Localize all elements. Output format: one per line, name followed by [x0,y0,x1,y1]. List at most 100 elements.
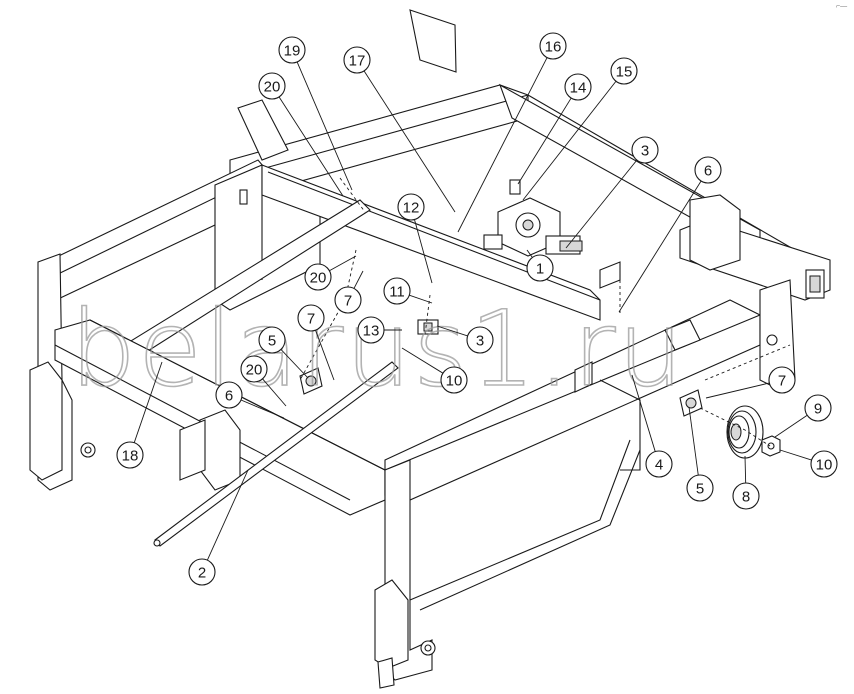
callout-ring [631,136,659,164]
callout-c7c: 7 [705,366,796,399]
callout-ring [240,355,268,383]
callout-c20a: 20 [258,72,344,197]
callout-c3b: 3 [436,325,494,354]
callout-c16: 16 [457,32,567,233]
callout-ring [768,366,796,394]
callout-c20b: 20 [304,255,357,291]
callout-number: 3 [641,143,649,160]
corner-mark: ⌐— [836,3,847,10]
callout-ring [334,286,362,314]
callout-ring [383,277,411,305]
callout-leader-line [329,255,357,272]
bearing-right [679,389,703,417]
frame-drawing [29,9,831,689]
callout-leader-line [744,455,747,484]
callout-c10b: 10 [779,449,838,478]
callout-ring [564,73,592,101]
callout-c5b: 5 [686,406,714,502]
callout-number: 13 [363,323,380,340]
front-lower-support [199,409,241,491]
callout-leader-line [280,349,309,379]
callout-leader-line [206,469,249,561]
callout-ring [278,36,306,64]
callout-ring [297,304,325,332]
callout-c6a: 6 [618,156,722,313]
callout-c18: 18 [116,361,163,469]
callout-ring [116,441,144,469]
callout-c2: 2 [188,469,249,586]
callout-leader-line [278,96,344,197]
callout-number: 8 [742,489,750,506]
callout-c9: 9 [774,394,832,438]
callout-number: 1 [536,261,544,278]
callout-leader-line [315,330,335,381]
callout-leader-line [363,70,456,213]
rear-plate-top [409,9,457,73]
bearing-front [299,367,323,395]
callout-c1: 1 [526,249,554,282]
callout-number: 4 [655,457,663,474]
callout-leader-line [401,347,444,374]
callout-leader-line [414,219,433,284]
callout-number: 6 [225,388,233,405]
callout-leader-line [618,180,702,313]
callout-leader-line [526,249,533,258]
callout-c13: 13 [357,316,402,344]
callout-number: 20 [310,270,327,287]
callout-leader-line [517,97,572,185]
callout-leader-line [457,57,548,233]
callout-c20c: 20 [240,355,287,407]
callout-ring [526,254,554,282]
callout-leader-line [774,414,808,438]
callout-number: 20 [264,79,281,96]
coupler [417,319,439,335]
callout-ring [397,193,425,221]
callout-leader-line [631,374,656,452]
callout-ring [804,394,832,422]
callout-ring [188,558,216,586]
callout-leader-line [262,378,287,407]
callout-number: 5 [268,333,276,350]
callout-leader-line [296,61,353,191]
callout-c12: 12 [397,193,433,284]
callout-leader-line [240,399,285,419]
callout-c17: 17 [343,46,456,213]
callout-ring [466,326,494,354]
gearbox [483,179,583,257]
callout-leader-line [353,270,364,289]
callout-number: 9 [814,401,822,418]
callout-c11: 11 [383,277,433,305]
callout-leader-line [779,449,812,461]
callout-ring [440,366,468,394]
callout-c3a: 3 [565,136,659,249]
callout-c4: 4 [631,374,673,478]
callout-c7a: 7 [334,270,364,314]
callout-ring [732,482,760,510]
callout-c19a: 19 [278,36,353,191]
callout-number: 7 [344,293,352,310]
callout-ring [357,316,385,344]
callout-number: 14 [570,80,587,97]
callout-layer: 19 20 17 16 14 15 3 6 12 1 20 7 11 7 5 13 3 10 20 6 18 7 9 10 4 5… [116,32,838,586]
callout-ring [258,72,286,100]
callout-number: 10 [446,373,463,390]
callout-number: 10 [816,457,833,474]
callout-ring [539,32,567,60]
callout-number: 6 [704,163,712,180]
callout-ring [686,474,714,502]
callout-number: 7 [307,311,315,328]
callout-number: 17 [349,53,366,70]
callout-ring [810,450,838,478]
callout-leader-line [688,406,699,476]
callout-number: 16 [545,39,562,56]
callout-leader-line [705,382,770,399]
callout-number: 19 [284,43,301,60]
callout-ring [304,263,332,291]
callout-c10a: 10 [401,347,468,394]
callout-leader-line [565,159,638,249]
callout-ring [343,46,371,74]
callout-ring [645,450,673,478]
callout-number: 15 [616,64,633,81]
callout-number: 2 [198,565,206,582]
